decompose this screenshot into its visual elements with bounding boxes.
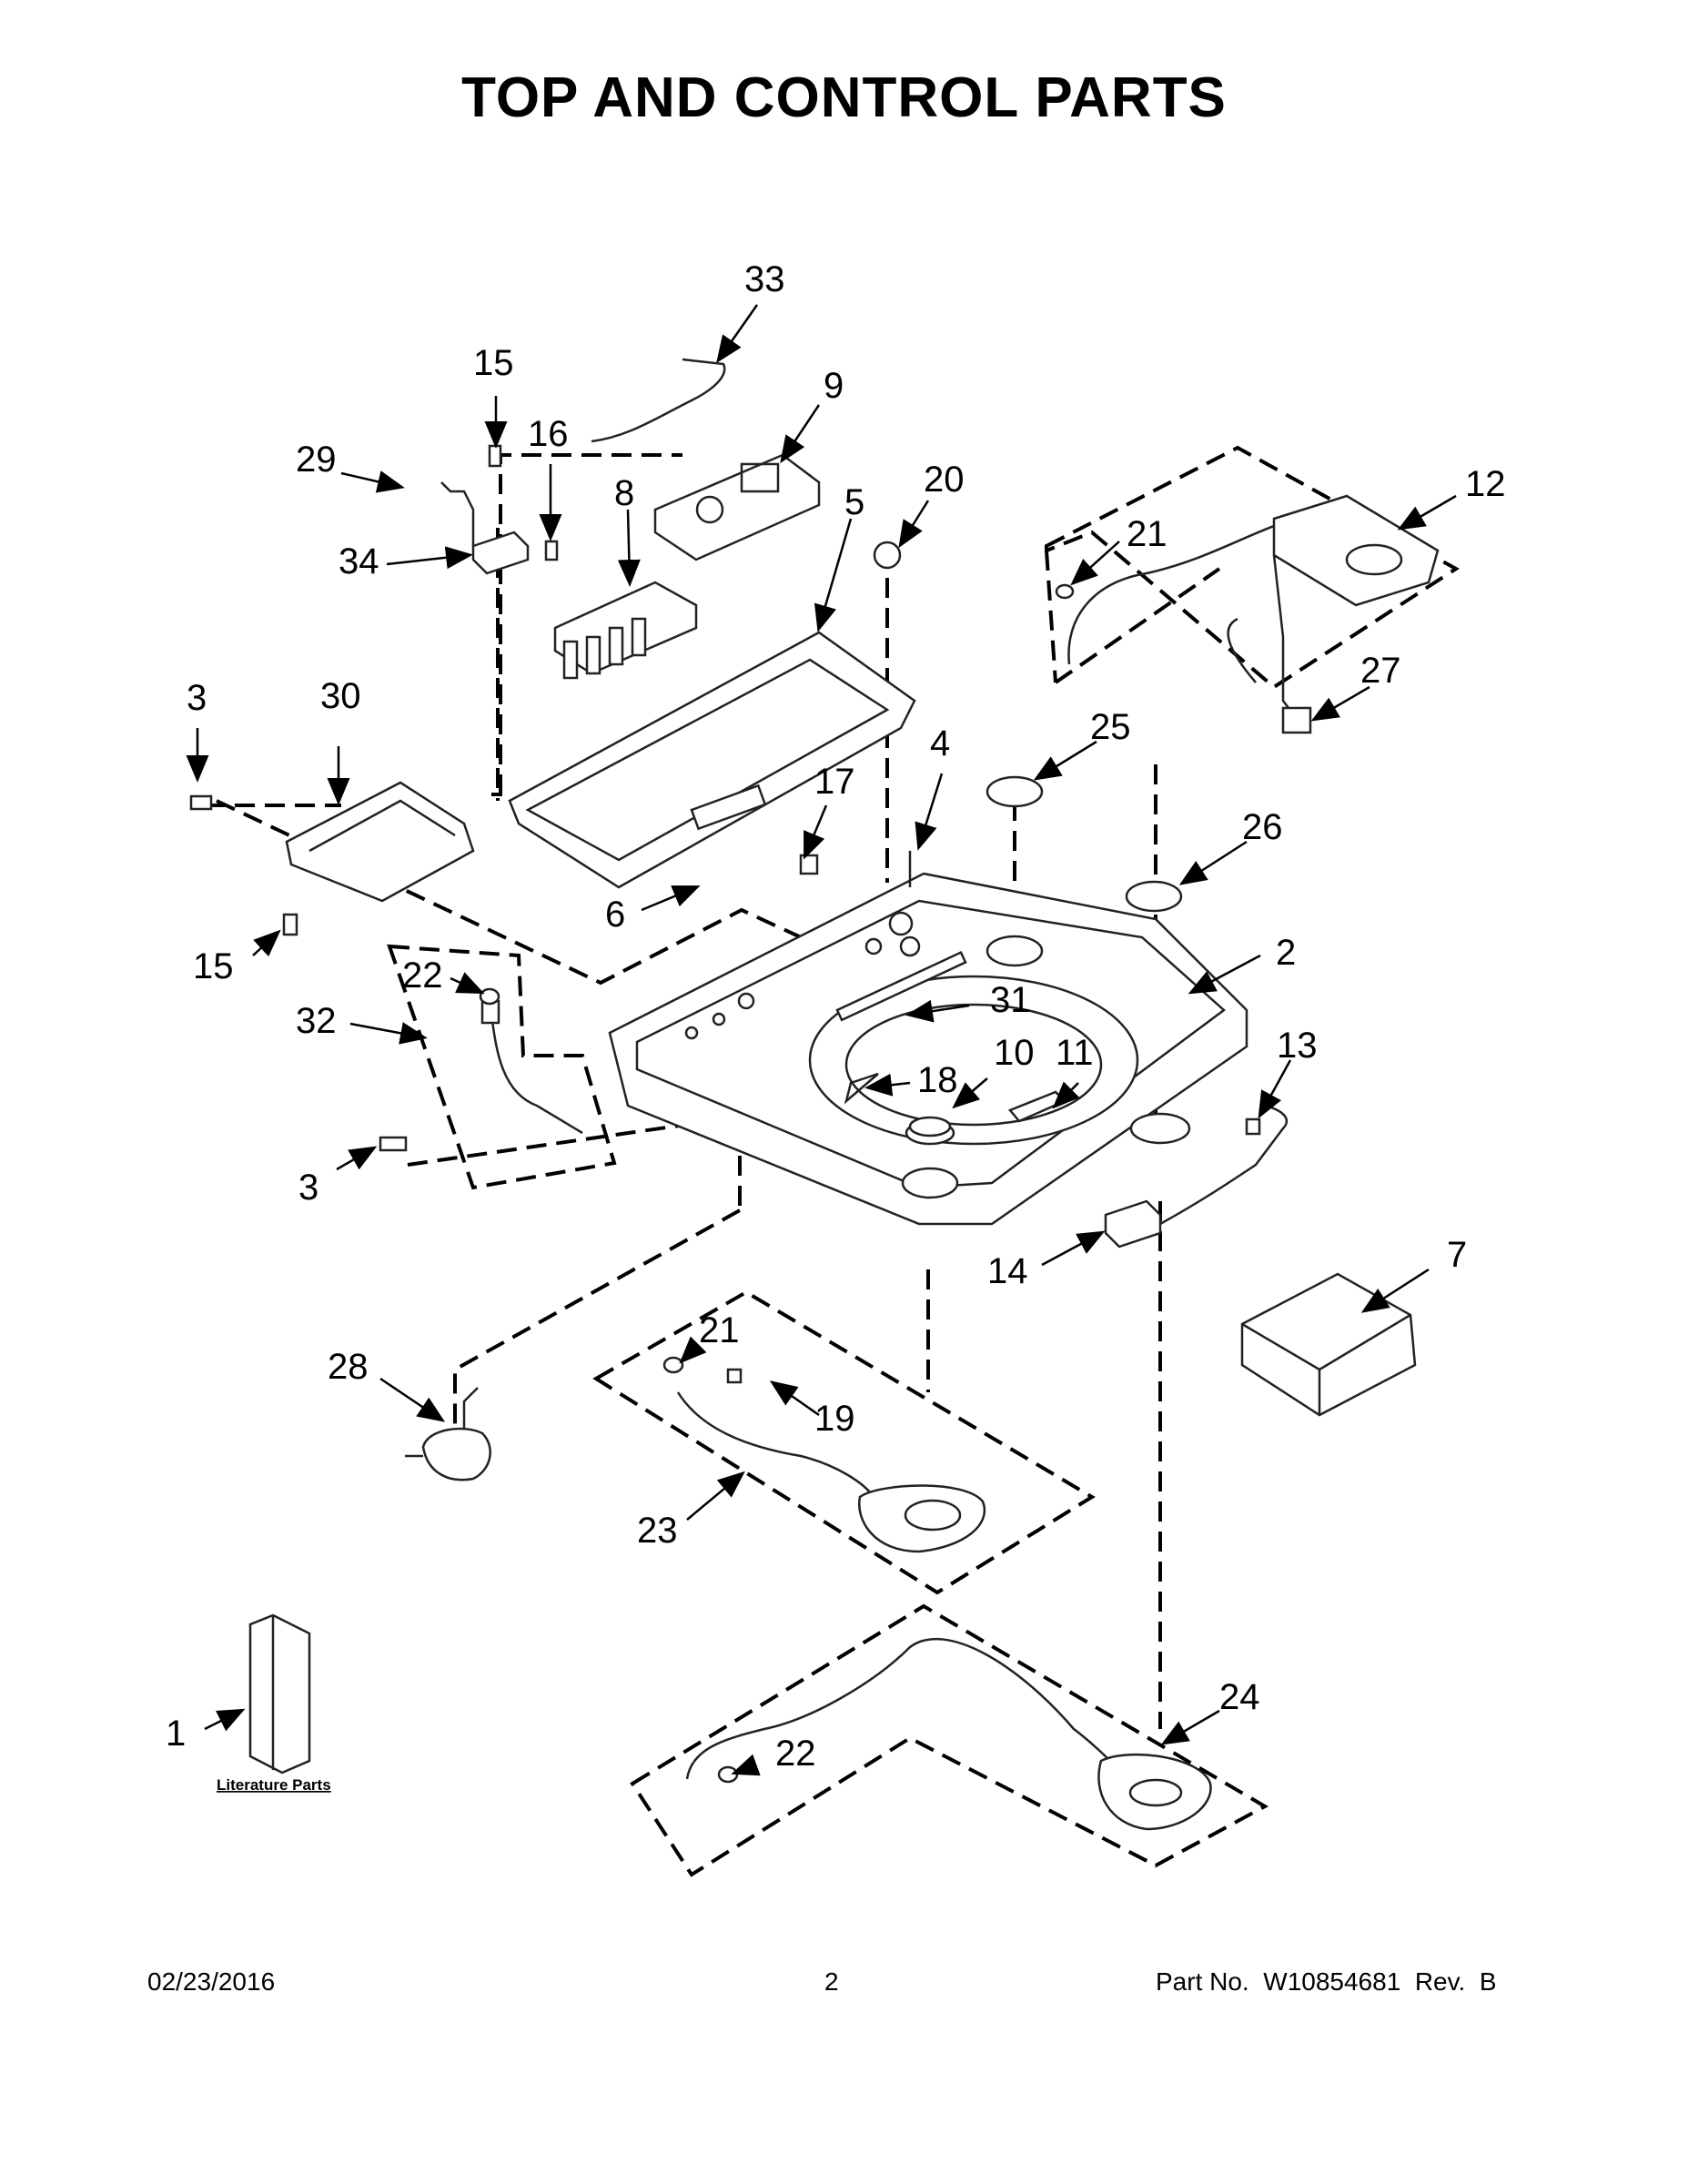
dispenser-hose-12 [1067, 494, 1440, 734]
callout-11: 11 [1056, 1033, 1094, 1073]
callout-30: 30 [320, 676, 361, 716]
callout-27: 27 [1360, 651, 1401, 691]
callout-33: 33 [744, 259, 785, 299]
callout-22a: 22 [402, 956, 443, 996]
literature-parts-label: Literature Parts [217, 1776, 331, 1794]
literature-packet-1 [248, 1613, 311, 1774]
inlet-hose-32 [480, 999, 583, 1135]
control-console [508, 631, 916, 889]
callout-21b: 21 [699, 1310, 740, 1350]
callout-15a: 15 [473, 343, 514, 383]
callout-20: 20 [924, 460, 965, 500]
callout-15b: 15 [193, 946, 234, 986]
page-title: TOP AND CONTROL PARTS [461, 66, 1227, 129]
callout-10: 10 [994, 1033, 1035, 1073]
callout-26: 26 [1242, 807, 1283, 847]
callout-18: 18 [917, 1060, 958, 1100]
drain-hose-23 [676, 1391, 986, 1553]
switch-14 [1104, 1104, 1289, 1249]
water-valve-8 [553, 581, 698, 680]
callout-19: 19 [814, 1399, 855, 1439]
wire-harness-33 [591, 358, 726, 443]
callout-numbers: 1 2 3 3 3 4 5 6 7 8 9 10 11 12 13 14 15 … [166, 259, 1506, 1774]
bracket-34 [440, 481, 530, 575]
callout-31: 31 [990, 980, 1031, 1020]
callout-7: 7 [1447, 1235, 1467, 1275]
callout-32: 32 [296, 1001, 337, 1041]
pump-28 [405, 1387, 491, 1481]
callout-24: 24 [1219, 1677, 1260, 1717]
callout-13: 13 [1277, 1026, 1318, 1066]
callout-2: 2 [1276, 933, 1296, 973]
drain-hose-24 [685, 1637, 1212, 1831]
callout-3b: 3 [298, 1168, 318, 1208]
callout-6: 6 [605, 895, 625, 935]
callout-25: 25 [1090, 707, 1131, 747]
callout-12: 12 [1465, 464, 1506, 504]
callout-17: 17 [814, 762, 855, 802]
callout-5: 5 [844, 482, 864, 522]
callout-21a: 21 [1127, 514, 1167, 554]
footer-part-number: Part No. W10854681 Rev. B [1156, 1967, 1497, 1996]
small-parts [189, 444, 1261, 1784]
callout-34: 34 [339, 541, 379, 581]
callout-4: 4 [930, 723, 950, 763]
leader-arrows [186, 304, 1457, 1776]
control-board [653, 453, 821, 561]
callout-9: 9 [824, 366, 844, 406]
callout-1: 1 [166, 1714, 186, 1754]
callout-28: 28 [328, 1347, 369, 1387]
callout-8: 8 [614, 473, 634, 513]
callout-23: 23 [637, 1511, 678, 1551]
footer-page-number: 2 [824, 1967, 839, 1996]
callout-3a: 3 [187, 678, 207, 718]
footer-date: 02/23/2016 [147, 1967, 276, 1996]
side-panel-30 [285, 781, 475, 903]
callout-16: 16 [528, 414, 569, 454]
callout-29: 29 [296, 440, 337, 480]
callout-14: 14 [987, 1251, 1028, 1291]
callout-22b: 22 [775, 1734, 816, 1774]
washer-top-cabinet [608, 872, 1248, 1226]
